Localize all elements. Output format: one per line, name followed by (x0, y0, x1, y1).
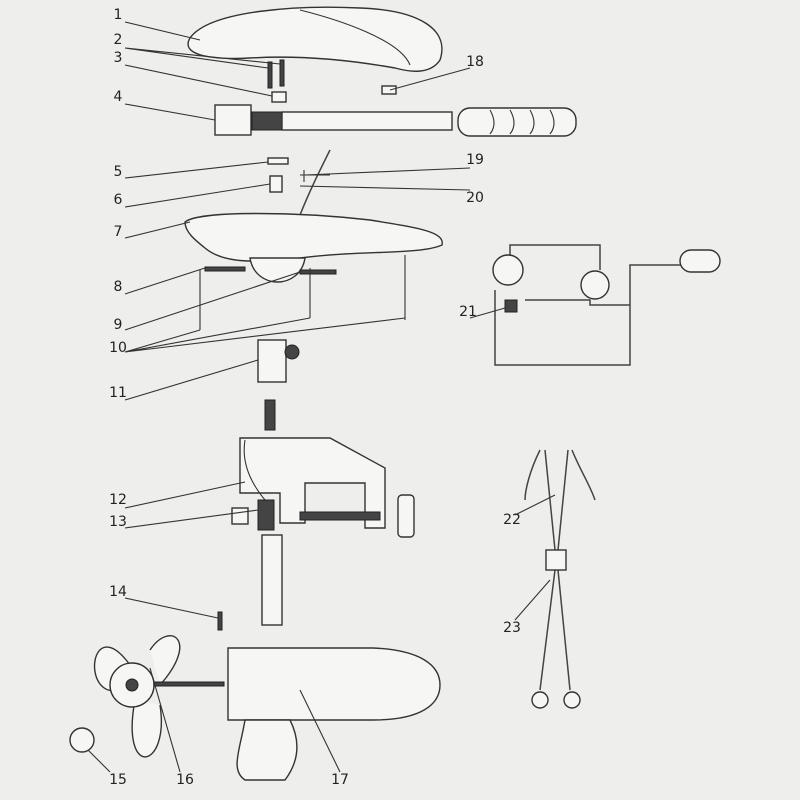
callout-1: 1 (113, 7, 123, 23)
propeller (93, 635, 181, 758)
shaft (261, 534, 283, 626)
callout-12: 12 (109, 492, 127, 508)
battery-cables (524, 449, 596, 709)
callout-11: 11 (109, 385, 127, 401)
tiller-grip (457, 107, 577, 137)
callout-5: 5 (113, 164, 123, 180)
leader-lines (87, 21, 556, 773)
screws (267, 59, 285, 89)
callout-2: 2 (113, 32, 123, 48)
top-cover (187, 6, 443, 72)
callout-22: 22 (503, 512, 521, 528)
prop-nut (69, 727, 95, 753)
callout-20: 20 (466, 190, 484, 206)
callout-3: 3 (113, 50, 123, 66)
callout-10: 10 (109, 340, 127, 356)
motor-dome (249, 257, 306, 283)
callout-17: 17 (331, 772, 349, 788)
head-housing (184, 212, 443, 262)
callout-15: 15 (109, 772, 127, 788)
speed-switch (214, 104, 252, 136)
mount-bracket (239, 437, 386, 529)
tiller-tube (281, 111, 453, 131)
wiring-diagram (492, 244, 721, 366)
washer (267, 157, 289, 165)
callout-18: 18 (466, 54, 484, 70)
bracket (271, 91, 287, 103)
callout-13: 13 (109, 514, 127, 530)
callout-23: 23 (503, 620, 521, 636)
callout-4: 4 (113, 89, 123, 105)
callout-7: 7 (113, 224, 123, 240)
callout-6: 6 (113, 192, 123, 208)
callout-16: 16 (176, 772, 194, 788)
callout-19: 19 (466, 152, 484, 168)
lower-unit (227, 647, 441, 721)
callout-9: 9 (113, 317, 123, 333)
collar (257, 339, 287, 383)
callout-8: 8 (113, 279, 123, 295)
callout-14: 14 (109, 584, 127, 600)
pivot (269, 175, 283, 193)
callout-21: 21 (459, 304, 477, 320)
skeg (236, 719, 298, 781)
